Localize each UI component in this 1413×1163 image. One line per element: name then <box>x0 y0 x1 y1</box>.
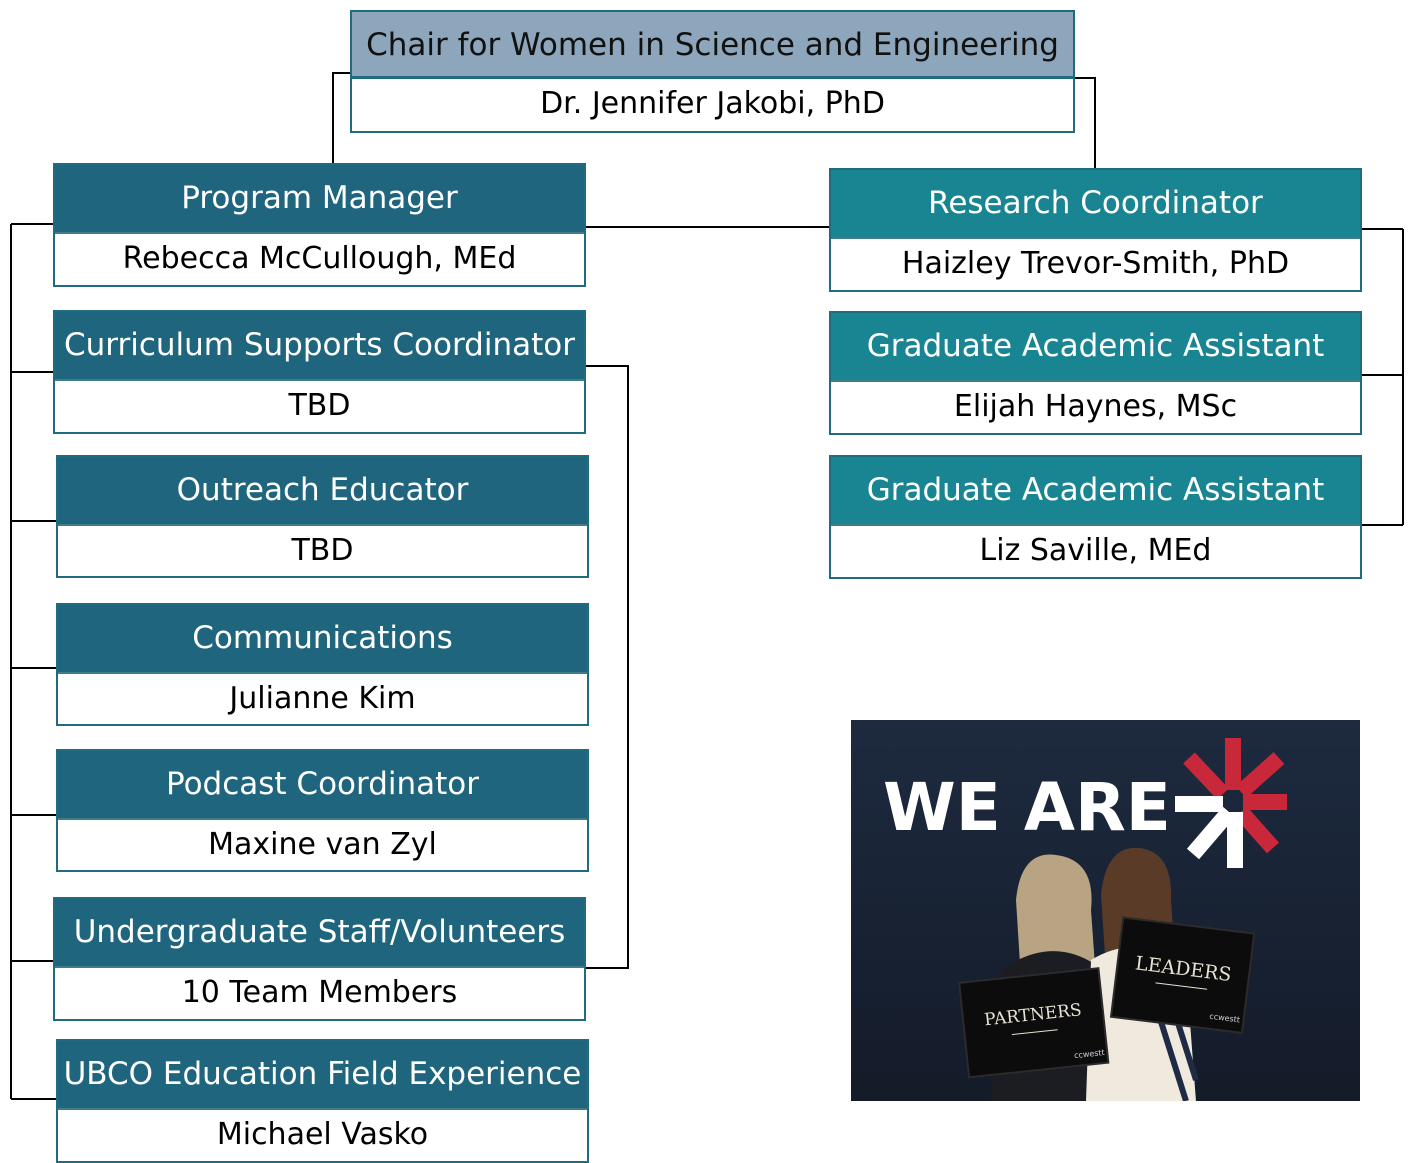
asterisk-logo-icon <box>1175 738 1287 868</box>
role-title: Outreach Educator <box>58 457 587 526</box>
person-name: Maxine van Zyl <box>208 827 437 862</box>
person-name: Rebecca McCullough, MEd <box>122 241 517 276</box>
sign-left-brand: ccwestt <box>1074 1048 1105 1060</box>
role-title: Podcast Coordinator <box>58 751 587 820</box>
field-experience-box: UBCO Education Field Experience Michael … <box>56 1039 589 1163</box>
role-title: Graduate Academic Assistant <box>831 457 1360 526</box>
person-name: Liz Saville, MEd <box>979 533 1212 568</box>
role-title: Curriculum Supports Coordinator <box>55 312 584 381</box>
sign-right-brand: ccwestt <box>1209 1012 1241 1025</box>
person-name: Haizley Trevor-Smith, PhD <box>901 246 1290 281</box>
communications-box: Communications Julianne Kim <box>56 603 589 726</box>
curriculum-supports-box: Curriculum Supports Coordinator TBD <box>53 310 586 434</box>
chair-title: Chair for Women in Science and Engineeri… <box>352 12 1073 79</box>
leaders-sign: LEADERS ccwestt <box>1109 916 1256 1034</box>
chair-box: Chair for Women in Science and Engineeri… <box>350 10 1075 133</box>
team-photo-illustration: WE ARE <box>851 720 1360 1101</box>
role-title: Undergraduate Staff/Volunteers <box>55 899 584 968</box>
person-name: Julianne Kim <box>229 681 416 716</box>
person-name: Michael Vasko <box>216 1117 429 1152</box>
person-name: 10 Team Members <box>181 975 458 1010</box>
role-title: Research Coordinator <box>831 170 1360 239</box>
person-name: Elijah Haynes, MSc <box>953 389 1238 424</box>
person-name: TBD <box>288 388 351 423</box>
chair-name: Dr. Jennifer Jakobi, PhD <box>540 86 885 121</box>
role-title: UBCO Education Field Experience <box>58 1041 587 1110</box>
team-photo: WE ARE <box>851 720 1360 1101</box>
undergraduate-staff-box: Undergraduate Staff/Volunteers 10 Team M… <box>53 897 586 1021</box>
research-coordinator-box: Research Coordinator Haizley Trevor-Smit… <box>829 168 1362 292</box>
banner-text: WE ARE <box>883 769 1171 846</box>
program-manager-box: Program Manager Rebecca McCullough, MEd <box>53 163 586 287</box>
person-name: TBD <box>291 533 354 568</box>
partners-sign: PARTNERS ccwestt <box>958 967 1110 1079</box>
graduate-assistant-box-1: Graduate Academic Assistant Elijah Hayne… <box>829 311 1362 435</box>
role-title: Communications <box>58 605 587 674</box>
graduate-assistant-box-2: Graduate Academic Assistant Liz Saville,… <box>829 455 1362 579</box>
podcast-coordinator-box: Podcast Coordinator Maxine van Zyl <box>56 749 589 872</box>
role-title: Program Manager <box>55 165 584 234</box>
outreach-educator-box: Outreach Educator TBD <box>56 455 589 578</box>
role-title: Graduate Academic Assistant <box>831 313 1360 382</box>
